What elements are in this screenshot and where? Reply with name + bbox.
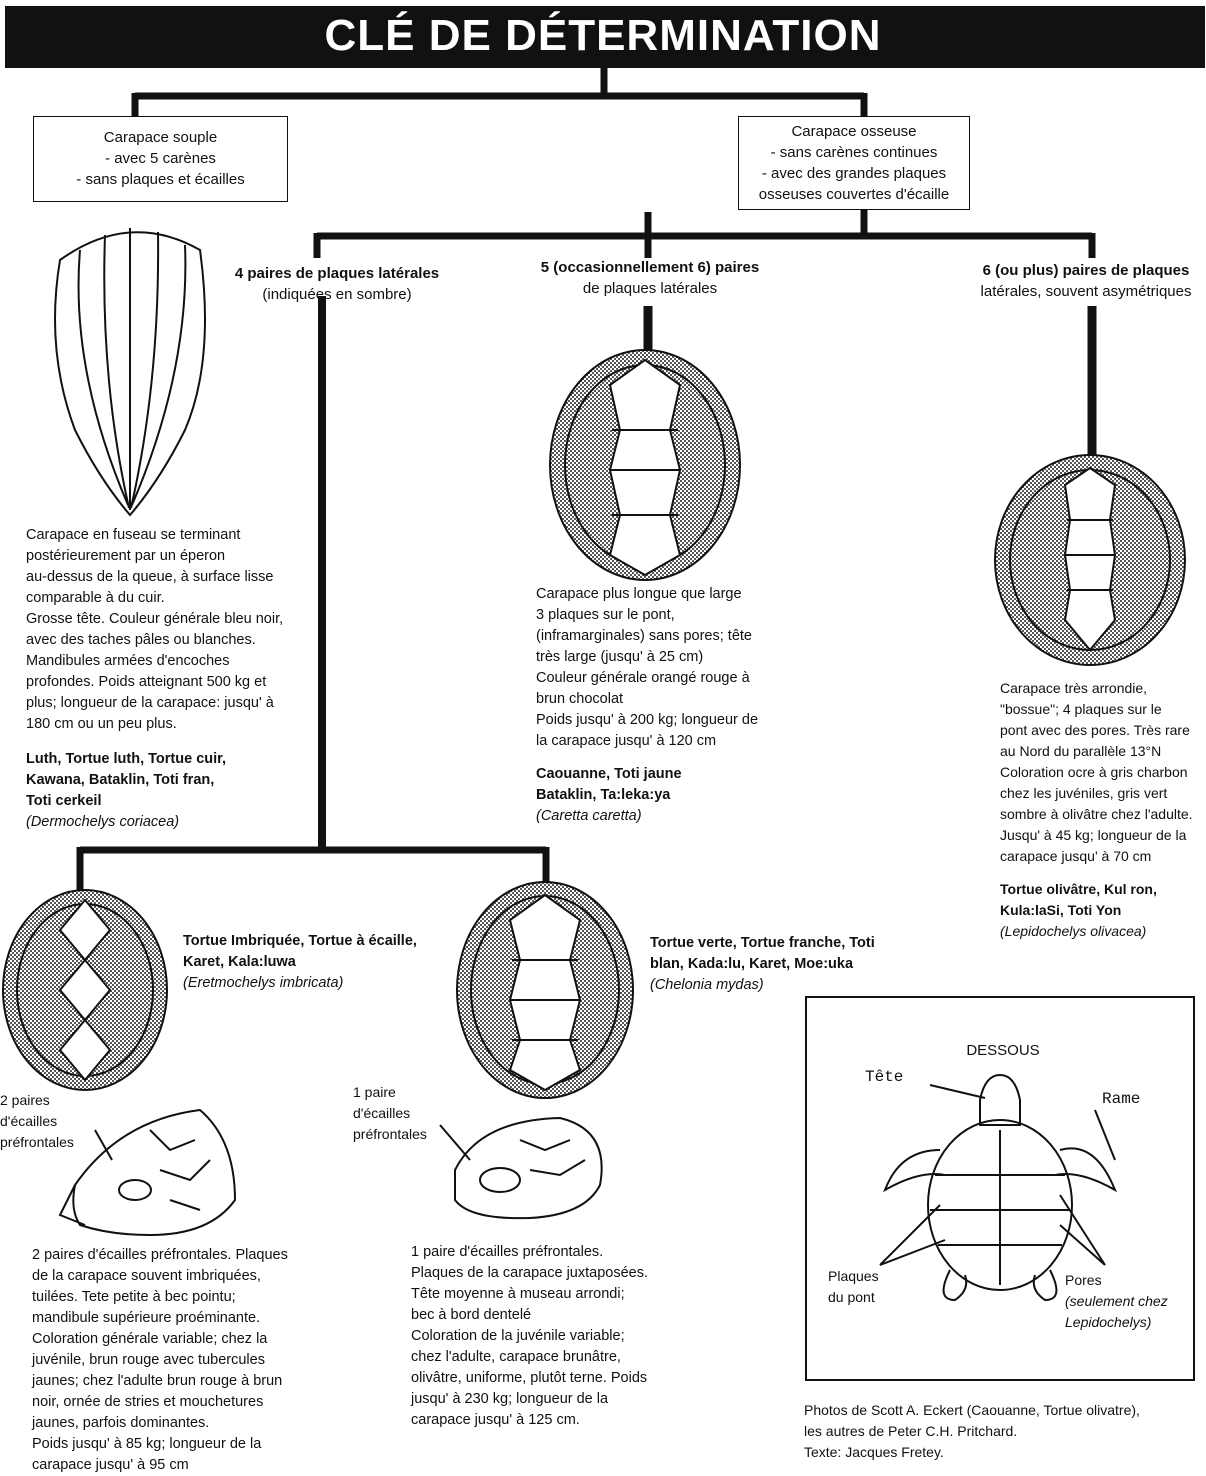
luth-latin: (Dermochelys coriacea) <box>26 812 316 833</box>
soft-shell-box: Carapace souple - avec 5 carènes - sans … <box>33 116 288 202</box>
imbriquee-head-label: 2 paires d'écailles préfrontales <box>0 1090 110 1153</box>
luth-block: Carapace en fuseau se terminant postérie… <box>26 525 316 833</box>
verte-latin: (Chelonia mydas) <box>650 975 910 996</box>
imbriquee-description: 2 paires d'écailles préfrontales. Plaque… <box>32 1245 322 1476</box>
caouanne-block: Carapace plus longue que large 3 plaques… <box>536 584 796 827</box>
plaques-label: Plaques du pont <box>828 1266 908 1308</box>
branch-6-heading: 6 (ou plus) paires de plaques latérales,… <box>966 260 1206 302</box>
verte-names: Tortue verte, Tortue franche, Toti blan,… <box>650 933 910 975</box>
verte-heading: Tortue verte, Tortue franche, Toti blan,… <box>650 933 910 996</box>
imbriquee-heading: Tortue Imbriquée, Tortue à écaille, Kare… <box>183 931 453 994</box>
olivatre-latin: (Lepidochelys olivacea) <box>1000 921 1206 942</box>
hawksbill-carapace-drawing <box>3 890 167 1090</box>
luth-description: Carapace en fuseau se terminant postérie… <box>26 525 316 735</box>
dessous-title: DESSOUS <box>958 1040 1048 1061</box>
leatherback-carapace-drawing <box>55 228 205 515</box>
pores-note: (seulement chez Lepidochelys) <box>1065 1291 1190 1333</box>
branch-4-subtitle: (indiquées en sombre) <box>222 284 452 305</box>
branch-4-heading: 4 paires de plaques latérales (indiquées… <box>222 263 452 305</box>
bony-shell-box: Carapace osseuse - sans carènes continue… <box>738 116 970 210</box>
olivatre-block: Carapace très arrondie, "bossue"; 4 plaq… <box>1000 678 1206 942</box>
loggerhead-carapace-drawing <box>550 350 740 580</box>
verte-description: 1 paire d'écailles préfrontales. Plaques… <box>411 1242 681 1431</box>
caouanne-names: Caouanne, Toti jaune Bataklin, Ta:leka:y… <box>536 764 796 806</box>
imbriquee-names: Tortue Imbriquée, Tortue à écaille, Kare… <box>183 931 453 973</box>
plastron-drawing <box>880 1075 1115 1300</box>
luth-names: Luth, Tortue luth, Tortue cuir, Kawana, … <box>26 749 316 812</box>
olive-ridley-carapace-drawing <box>995 455 1185 665</box>
olivatre-description: Carapace très arrondie, "bossue"; 4 plaq… <box>1000 678 1206 867</box>
olivatre-names: Tortue olivâtre, Kul ron, Kula:laSi, Tot… <box>1000 879 1206 921</box>
caouanne-description: Carapace plus longue que large 3 plaques… <box>536 584 796 752</box>
branch-6-subtitle: latérales, souvent asymétriques <box>966 281 1206 302</box>
page-title: CLÉ DE DÉTERMINATION <box>0 8 1206 64</box>
caouanne-latin: (Caretta caretta) <box>536 806 796 827</box>
branch-5-subtitle: de plaques latérales <box>520 278 780 299</box>
branch-4-title: 4 paires de plaques latérales <box>222 263 452 284</box>
pores-block: Pores (seulement chez Lepidochelys) <box>1065 1270 1190 1333</box>
green-turtle-carapace-drawing <box>457 882 633 1098</box>
tete-label: Tête <box>865 1068 903 1086</box>
rame-label: Rame <box>1102 1090 1140 1108</box>
green-turtle-head-drawing <box>440 1118 602 1218</box>
pores-label: Pores <box>1065 1270 1190 1291</box>
branch-6-title: 6 (ou plus) paires de plaques <box>966 260 1206 281</box>
verte-head-label: 1 paire d'écailles préfrontales <box>353 1082 463 1145</box>
branch-5-heading: 5 (occasionnellement 6) paires de plaque… <box>520 257 780 299</box>
imbriquee-latin: (Eretmochelys imbricata) <box>183 973 453 994</box>
branch-5-title: 5 (occasionnellement 6) paires <box>520 257 780 278</box>
credits: Photos de Scott A. Eckert (Caouanne, Tor… <box>804 1400 1206 1463</box>
